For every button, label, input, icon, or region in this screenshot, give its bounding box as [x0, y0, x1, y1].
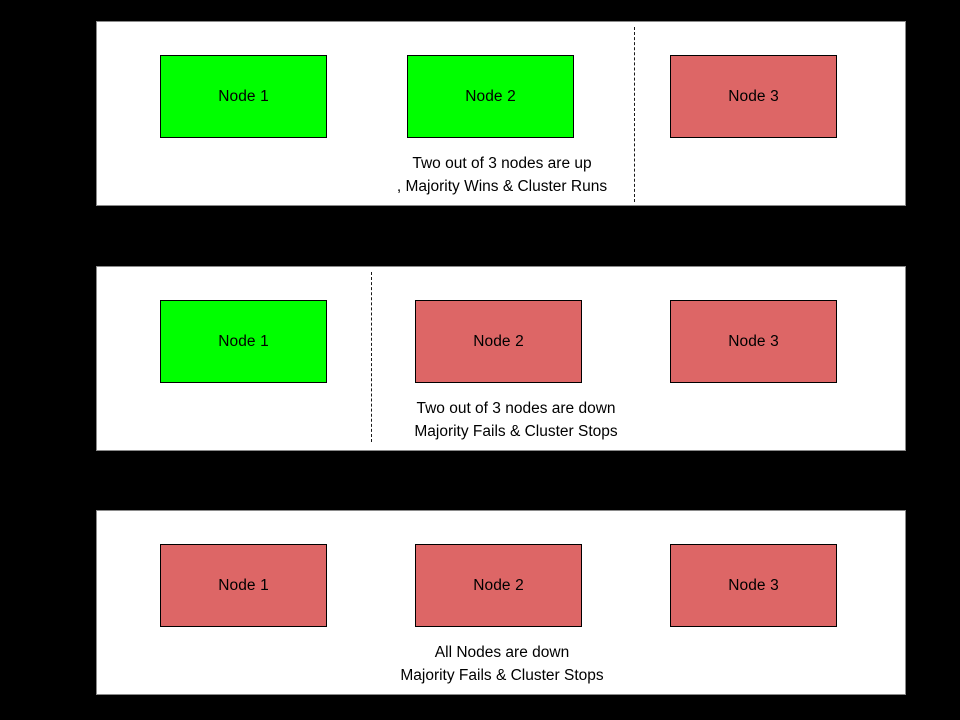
node-box-1-1[interactable]: Node 1 [160, 55, 327, 138]
node-label: Node 2 [465, 87, 516, 105]
caption-line-1: All Nodes are down [434, 644, 570, 661]
node-box-1-2[interactable]: Node 2 [407, 55, 574, 138]
quorum-divider-line [371, 272, 372, 442]
node-box-2-1[interactable]: Node 1 [160, 300, 327, 383]
node-label: Node 3 [728, 332, 779, 350]
panel-all-nodes-down: Node 1 Node 2 Node 3 All Nodes are down … [96, 510, 906, 695]
node-label: Node 2 [473, 576, 524, 594]
caption-line-2: Majority Fails & Cluster Stops [414, 423, 618, 440]
node-label: Node 1 [218, 576, 269, 594]
quorum-divider-line [634, 27, 635, 202]
node-box-3-1[interactable]: Node 1 [160, 544, 327, 627]
node-box-3-2[interactable]: Node 2 [415, 544, 582, 627]
node-label: Node 2 [473, 332, 524, 350]
panel-caption: Two out of 3 nodes are down Majority Fai… [111, 397, 921, 443]
node-label: Node 1 [218, 332, 269, 350]
caption-line-2: , Majority Wins & Cluster Runs [396, 178, 608, 195]
caption-line-2: Majority Fails & Cluster Stops [400, 667, 604, 684]
node-box-1-3[interactable]: Node 3 [670, 55, 837, 138]
node-label: Node 3 [728, 87, 779, 105]
panel-majority-fails-two-down: Node 1 Node 2 Node 3 Two out of 3 nodes … [96, 266, 906, 451]
caption-line-1: Two out of 3 nodes are up [412, 155, 592, 172]
node-label: Node 1 [218, 87, 269, 105]
node-box-2-2[interactable]: Node 2 [415, 300, 582, 383]
caption-line-1: Two out of 3 nodes are down [416, 400, 616, 417]
panel-caption: Two out of 3 nodes are up , Majority Win… [97, 152, 907, 198]
panel-caption: All Nodes are down Majority Fails & Clus… [97, 641, 907, 687]
node-label: Node 3 [728, 576, 779, 594]
node-box-2-3[interactable]: Node 3 [670, 300, 837, 383]
node-box-3-3[interactable]: Node 3 [670, 544, 837, 627]
panel-majority-wins: Node 1 Node 2 Node 3 Two out of 3 nodes … [96, 21, 906, 206]
